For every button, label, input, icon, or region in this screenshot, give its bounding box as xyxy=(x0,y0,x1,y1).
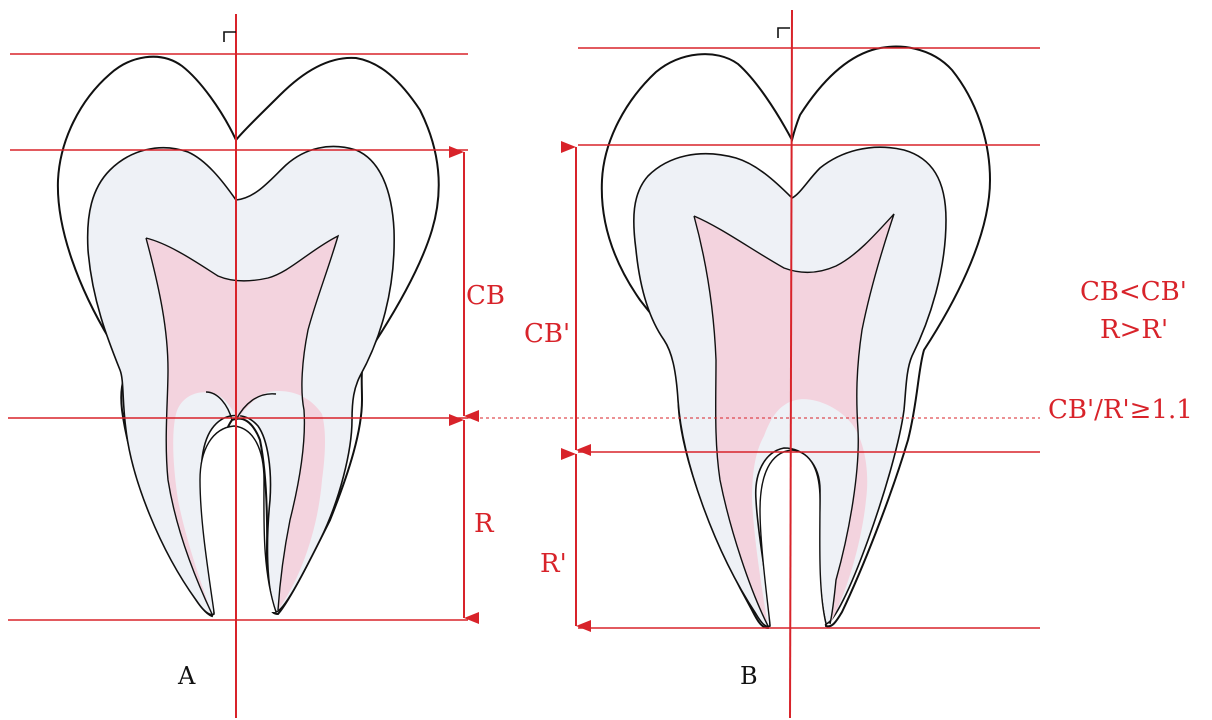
relation-cb-lt-cb-prime: CB<CB' xyxy=(1080,277,1187,307)
label-tooth-a: A xyxy=(177,662,196,690)
b-right-angle-mark xyxy=(778,28,790,38)
tooth-a xyxy=(58,57,439,616)
label-cb: CB xyxy=(466,281,505,311)
label-r-prime: R' xyxy=(540,549,567,579)
relation-r-gt-r-prime: R>R' xyxy=(1100,315,1168,345)
tooth-b xyxy=(602,47,990,628)
label-tooth-b: B xyxy=(740,662,758,690)
tooth-b-root-gap xyxy=(760,450,826,624)
label-cb-prime: CB' xyxy=(524,319,570,349)
a-right-angle-mark xyxy=(224,32,236,42)
label-r: R xyxy=(474,509,495,539)
relation-ratio: CB'/R'≥1.1 xyxy=(1048,395,1193,425)
